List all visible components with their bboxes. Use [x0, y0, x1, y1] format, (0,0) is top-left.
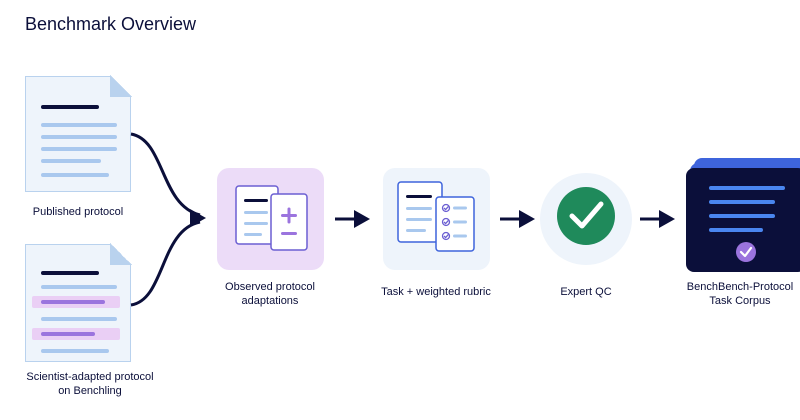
arrow-icon — [640, 210, 675, 228]
observed-adaptations-label: Observed protocol adaptations — [205, 280, 335, 308]
page-fold — [110, 243, 132, 265]
corpus-label-line2: Task Corpus — [709, 295, 771, 307]
arrow-icon — [190, 209, 206, 227]
observed-adaptations-label-line2: adaptations — [241, 295, 299, 307]
published-protocol-document-icon — [25, 75, 132, 192]
page-fold — [110, 75, 132, 97]
doc-line — [41, 317, 117, 321]
doc-heading-line — [41, 105, 99, 109]
corpus-label: BenchBench-Protocol Task Corpus — [680, 280, 800, 308]
page-title: Benchmark Overview — [25, 14, 197, 34]
highlight-line — [41, 332, 95, 336]
doc-line — [41, 173, 109, 177]
observed-adaptations-label-line1: Observed protocol — [225, 281, 315, 293]
corpus-stack-icon — [686, 158, 800, 272]
check-icon — [441, 217, 467, 227]
doc-line — [41, 147, 117, 151]
arrow-icon — [335, 210, 370, 228]
adapted-protocol-label-line1: Scientist-adapted protocol — [26, 371, 154, 383]
connector-adapted-to-observed — [130, 220, 201, 307]
doc-line — [41, 285, 117, 289]
adapted-protocol-label-line2: on Benchling — [58, 385, 122, 397]
arrow-icon — [500, 210, 535, 228]
task-rubric-label: Task + weighted rubric — [381, 286, 491, 298]
published-protocol-label: Published protocol — [32, 206, 124, 218]
doc-line — [41, 159, 101, 163]
highlight-line — [41, 300, 105, 304]
doc-heading-line — [41, 271, 99, 275]
doc-line — [41, 135, 117, 139]
corpus-label-line1: BenchBench-Protocol — [686, 281, 794, 293]
plus-icon — [281, 207, 297, 224]
doc-line — [41, 123, 117, 127]
task-checklist-icon — [397, 181, 475, 252]
expert-qc-check-icon — [540, 173, 632, 265]
check-icon — [441, 231, 467, 241]
connector-published-to-observed — [130, 132, 201, 217]
adapted-protocol-label: Scientist-adapted protocol on Benchling — [10, 370, 170, 398]
observed-documents-icon — [235, 185, 308, 251]
expert-qc-label: Expert QC — [560, 286, 612, 298]
doc-line — [41, 349, 109, 353]
check-icon — [441, 203, 467, 213]
adapted-protocol-document-icon — [25, 243, 132, 362]
check-icon — [736, 242, 756, 262]
